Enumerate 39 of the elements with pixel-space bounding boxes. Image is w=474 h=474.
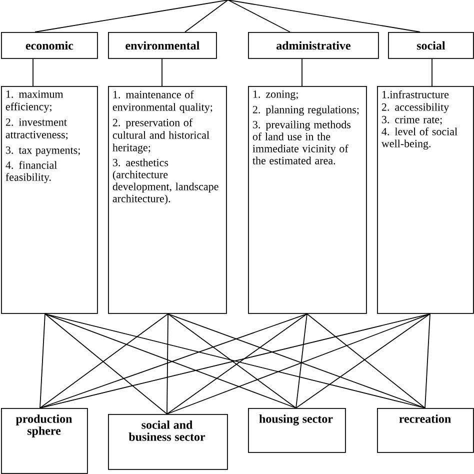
sector-box	[108, 414, 228, 470]
sector-box	[248, 408, 346, 453]
criterion-text: 4. financial feasibility.	[6, 160, 57, 184]
criterion-text: 3. aesthetics (architecture development, landscape architecture).	[112, 158, 218, 205]
criterion-text: 1. maintenance of environmental quality;	[112, 90, 212, 114]
connector-line	[424, 313, 430, 408]
criteria-box	[377, 86, 474, 314]
criterion-text: 1.infrastructure	[382, 90, 449, 98]
connector-line	[228, 0, 420, 32]
criterion-text: 1. maximum efficiency;	[6, 90, 64, 113]
criteria-box	[1, 86, 98, 314]
connector-line	[34, 0, 228, 32]
connector-line	[166, 313, 168, 414]
criterion-text: 2. planning regulations;	[252, 106, 359, 116]
criteria-box	[108, 86, 227, 314]
connector-line	[32, 58, 34, 86]
category-box: environmental	[108, 32, 217, 59]
node-label: housing sector	[259, 414, 333, 426]
connector-line	[40, 313, 46, 408]
node-label: production sphere	[16, 414, 72, 438]
connector-line	[228, 0, 290, 32]
node-label: social and business sector	[128, 420, 206, 441]
criterion-text: 4. level of social well-being.	[381, 127, 458, 150]
category-box: social	[388, 32, 474, 59]
criteria-box	[248, 86, 367, 314]
sector-box	[1, 408, 88, 474]
criterion-text: 3. crime rate;	[382, 116, 442, 125]
criterion-text: 3. tax payments;	[6, 146, 80, 156]
connector-line	[184, 0, 228, 32]
sector-box	[377, 408, 474, 453]
connector-line	[296, 313, 308, 408]
criterion-text: 3. prevailing methods of land use in the immediate vicinity of the estimated area.	[252, 120, 350, 164]
criterion-text: 2. preservation of cultural and historical heritage;	[112, 118, 210, 154]
criterion-text: 2. investment attractiveness;	[6, 118, 68, 140]
category-box: economic	[1, 32, 98, 59]
criterion-text: 1. zoning;	[253, 90, 298, 100]
criterion-text: 2. accessibility	[382, 103, 450, 114]
category-box: administrative	[248, 32, 379, 59]
node-label: recreation	[399, 414, 451, 423]
